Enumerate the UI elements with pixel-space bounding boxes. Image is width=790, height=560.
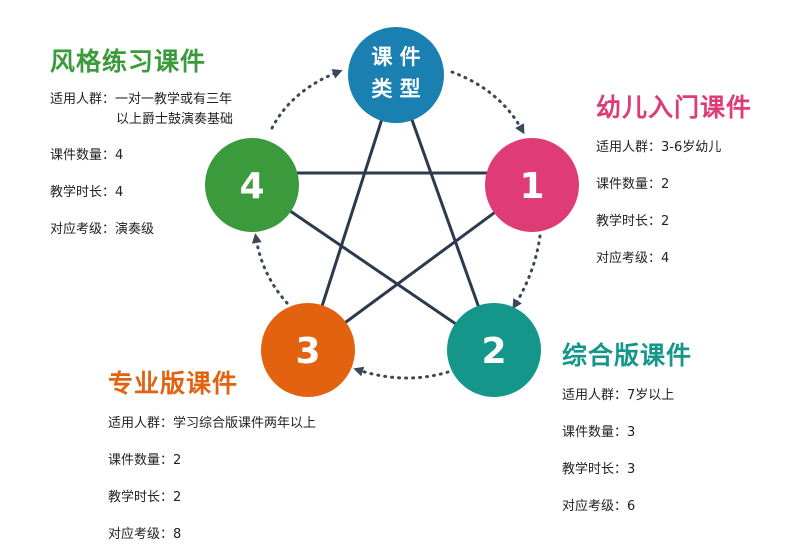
youer-duration-value: 2 — [661, 214, 670, 229]
zonghe-duration-key: 教学时长： — [562, 462, 628, 477]
fengge-count-key: 课件数量： — [50, 148, 116, 163]
arrow-4-to-center — [270, 69, 343, 130]
arrow-1-to-2 — [512, 234, 542, 310]
zhuanye-count: 课件数量：2 — [108, 449, 316, 468]
info-zonghe: 综合版课件 适用人群：7岁以上 课件数量：3 教学时长：3 对应考级：6 — [562, 336, 692, 532]
fengge-duration: 教学时长：4 — [50, 181, 233, 200]
arrow-3-to-4 — [251, 233, 289, 305]
fengge-level-key: 对应考级： — [50, 222, 116, 237]
zhuanye-level-value: 8 — [173, 527, 182, 542]
node-4-label: 4 — [239, 166, 264, 207]
youer-count-key: 课件数量： — [596, 177, 662, 192]
info-fengge: 风格练习课件 适用人群：一对一教学或有三年 以上爵士鼓演奏基础 课件数量：4 教… — [50, 42, 233, 255]
youer-audience: 适用人群：3-6岁幼儿 — [596, 136, 752, 155]
node-1: 1 — [485, 138, 579, 232]
youer-level-value: 4 — [661, 251, 670, 266]
info-zhuanye: 专业版课件 适用人群：学习综合版课件两年以上 课件数量：2 教学时长：2 对应考… — [108, 364, 316, 560]
zhuanye-duration-value: 2 — [173, 490, 182, 505]
zonghe-audience-value: 7岁以上 — [627, 388, 675, 403]
fengge-level-value: 演奏级 — [115, 222, 155, 237]
zonghe-audience-key: 适用人群： — [562, 388, 628, 403]
line-4-2 — [251, 183, 495, 352]
zhuanye-audience-key: 适用人群： — [108, 416, 174, 431]
zonghe-level-value: 6 — [627, 499, 636, 514]
youer-audience-key: 适用人群： — [596, 140, 662, 155]
youer-count-value: 2 — [661, 177, 670, 192]
youer-level: 对应考级：4 — [596, 247, 752, 266]
zonghe-duration: 教学时长：3 — [562, 458, 692, 477]
zonghe-count-key: 课件数量： — [562, 425, 628, 440]
fengge-audience: 适用人群：一对一教学或有三年 以上爵士鼓演奏基础 — [50, 90, 233, 130]
fengge-title: 风格练习课件 — [50, 47, 207, 76]
fengge-level: 对应考级：演奏级 — [50, 218, 233, 237]
center-label-line2: 类 型 — [371, 77, 420, 101]
zhuanye-audience-value: 学习综合版课件两年以上 — [173, 416, 317, 431]
zhuanye-duration-key: 教学时长： — [108, 490, 174, 505]
node-2-label: 2 — [481, 331, 506, 372]
zhuanye-audience: 适用人群：学习综合版课件两年以上 — [108, 412, 316, 431]
zhuanye-count-key: 课件数量： — [108, 453, 174, 468]
fengge-duration-value: 4 — [115, 185, 124, 200]
zonghe-count-value: 3 — [627, 425, 636, 440]
node-2: 2 — [447, 303, 541, 397]
zhuanye-level: 对应考级：8 — [108, 523, 316, 542]
youer-level-key: 对应考级： — [596, 251, 662, 266]
fengge-audience-value-line2: 以上爵士鼓演奏基础 — [116, 112, 234, 127]
line-center-2 — [394, 74, 496, 351]
zonghe-duration-value: 3 — [627, 462, 636, 477]
fengge-audience-key: 适用人群： — [50, 92, 116, 107]
zonghe-count: 课件数量：3 — [562, 421, 692, 440]
fengge-audience-value: 一对一教学或有三年 — [115, 92, 233, 107]
node-3-label: 3 — [295, 331, 320, 372]
node-4: 4 — [205, 138, 299, 232]
arrow-2-to-3 — [353, 366, 450, 380]
cycle-arrows — [251, 69, 542, 380]
youer-count: 课件数量：2 — [596, 173, 752, 192]
zhuanye-count-value: 2 — [173, 453, 182, 468]
arrow-center-to-1 — [450, 70, 525, 135]
youer-duration-key: 教学时长： — [596, 214, 662, 229]
node-1-label: 1 — [519, 166, 544, 207]
zonghe-title: 综合版课件 — [562, 341, 693, 370]
youer-title: 幼儿入门课件 — [596, 93, 753, 122]
zonghe-level-key: 对应考级： — [562, 499, 628, 514]
zhuanye-title: 专业版课件 — [108, 369, 239, 398]
youer-duration: 教学时长：2 — [596, 210, 752, 229]
zonghe-audience: 适用人群：7岁以上 — [562, 384, 692, 403]
fengge-count-value: 4 — [115, 148, 124, 163]
fengge-count: 课件数量：4 — [50, 144, 233, 163]
node-3: 3 — [261, 303, 355, 397]
fengge-duration-key: 教学时长： — [50, 185, 116, 200]
center-label-line1: 课 件 — [371, 45, 420, 69]
center-node: 课 件 类 型 — [348, 27, 444, 123]
zhuanye-duration: 教学时长：2 — [108, 486, 316, 505]
youer-audience-value: 3-6岁幼儿 — [661, 140, 722, 155]
zonghe-level: 对应考级：6 — [562, 495, 692, 514]
line-center-3 — [306, 74, 398, 351]
zhuanye-level-key: 对应考级： — [108, 527, 174, 542]
info-youer: 幼儿入门课件 适用人群：3-6岁幼儿 课件数量：2 教学时长：2 对应考级：4 — [596, 88, 752, 284]
